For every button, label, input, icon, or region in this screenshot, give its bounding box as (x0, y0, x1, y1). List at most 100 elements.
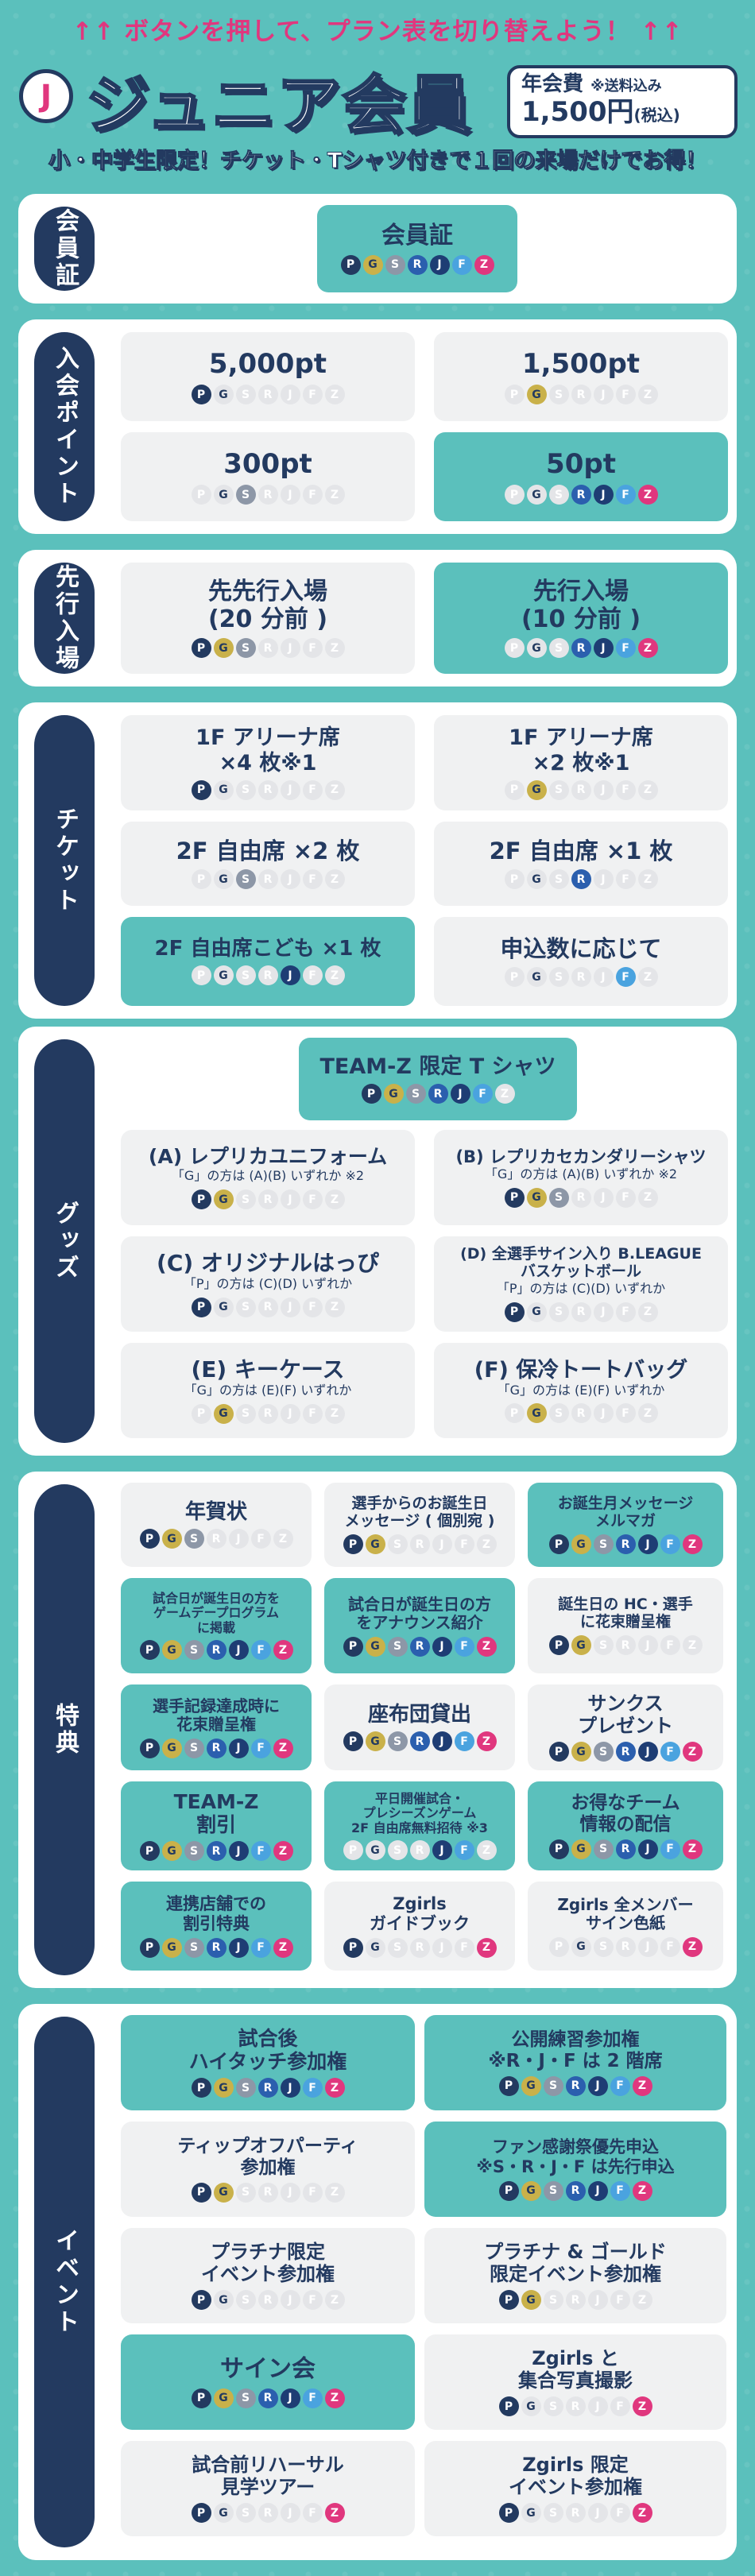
tier-Z-icon: Z (637, 967, 658, 988)
benefit-note: 「G」の方は (E)(F) いずれか (497, 1382, 665, 1398)
tier-F-icon: F (615, 779, 636, 800)
tier-F-icon: F (615, 869, 636, 890)
tier-R-icon: R (571, 638, 591, 658)
benefit-note: 「G」の方は (E)(F) いずれか (184, 1383, 352, 1398)
tier-R-icon: R (571, 1302, 591, 1322)
tier-S-icon: S (184, 1841, 204, 1862)
fee-price: 1,500円 (521, 95, 634, 128)
tier-J-icon: J (587, 2180, 608, 2201)
tier-F-icon: F (302, 869, 323, 890)
tier-S-icon: S (235, 869, 256, 890)
benefit-title: 試合日が誕生日の方 をアナウンス紹介 (348, 1594, 491, 1632)
tier-P-icon: P (548, 1936, 569, 1957)
fee-note: ※送料込み (590, 78, 662, 95)
tier-Z-icon: Z (682, 1635, 703, 1656)
tier-P-icon: P (191, 2388, 211, 2408)
tier-R-icon: R (565, 2290, 586, 2311)
tier-J-icon: J (280, 2503, 300, 2524)
tier-P-icon: P (340, 254, 361, 275)
tier-R-icon: R (409, 1636, 430, 1657)
tier-P-icon: P (191, 869, 211, 890)
tier-R-icon: R (257, 2078, 278, 2098)
tier-F-icon: F (454, 1840, 474, 1861)
tier-F-icon: F (615, 967, 636, 988)
tier-S-icon: S (387, 1731, 408, 1752)
tier-J-icon: J (587, 2396, 608, 2417)
tier-R-icon: R (257, 1297, 278, 1317)
tier-G-icon: G (213, 2388, 234, 2408)
tier-S-icon: S (235, 2182, 256, 2203)
header: ↑↑ ボタンを押して、プラン表を切り替えよう！ ↑↑ J ジュニア会員 年会費 … (0, 0, 755, 174)
tier-G-icon: G (526, 779, 547, 800)
benefit-title: 試合後 ハイタッチ参加権 (188, 2026, 347, 2073)
tier-R-icon: R (571, 869, 591, 890)
tier-R-icon: R (206, 1738, 226, 1758)
tier-G-icon: G (571, 1839, 591, 1859)
tier-S-icon: S (593, 1635, 614, 1656)
toggle-banner[interactable]: ↑↑ ボタンを押して、プラン表を切り替えよう！ ↑↑ (72, 17, 683, 46)
tier-F-icon: F (610, 2075, 630, 2096)
tier-G-icon: G (571, 1534, 591, 1555)
tier-G-icon: G (161, 1640, 182, 1661)
tier-G-icon: G (365, 1731, 385, 1752)
tier-Z-icon: Z (637, 779, 658, 800)
tier-F-icon: F (302, 2503, 323, 2524)
tier-S-icon: S (235, 1403, 256, 1424)
tier-R-icon: R (257, 2290, 278, 2311)
benefit-title: 試合日が誕生日の方を ゲームデープログラム に掲載 (152, 1590, 280, 1635)
tier-G-icon: G (526, 967, 547, 988)
tier-G-icon: G (213, 1189, 234, 1210)
tier-R-icon: R (407, 254, 428, 275)
tier-Z-icon: Z (476, 1636, 497, 1657)
tier-S-icon: S (548, 1403, 569, 1424)
tier-Z-icon: Z (324, 2290, 345, 2311)
tier-Z-icon: Z (324, 485, 345, 505)
tier-P-icon: P (548, 1534, 569, 1555)
tier-P-icon: P (498, 2503, 519, 2524)
tier-P-icon: P (343, 1937, 363, 1958)
tier-P-icon: P (548, 1635, 569, 1656)
tier-F-icon: F (302, 638, 323, 658)
tier-G-icon: G (526, 385, 547, 405)
tier-S-icon: S (543, 2075, 563, 2096)
tier-G-icon: G (161, 1937, 182, 1958)
tier-P-icon: P (139, 1738, 160, 1758)
tier-P-icon: P (498, 2396, 519, 2417)
tier-P-icon: P (548, 1839, 569, 1859)
tier-J-icon: J (637, 1839, 658, 1859)
tier-F-icon: F (660, 1936, 680, 1957)
tier-Z-icon: Z (632, 2503, 652, 2524)
tier-P-icon: P (504, 1403, 525, 1424)
tier-S-icon: S (593, 1839, 614, 1859)
tier-Z-icon: Z (474, 254, 494, 275)
tier-F-icon: F (302, 1403, 323, 1424)
